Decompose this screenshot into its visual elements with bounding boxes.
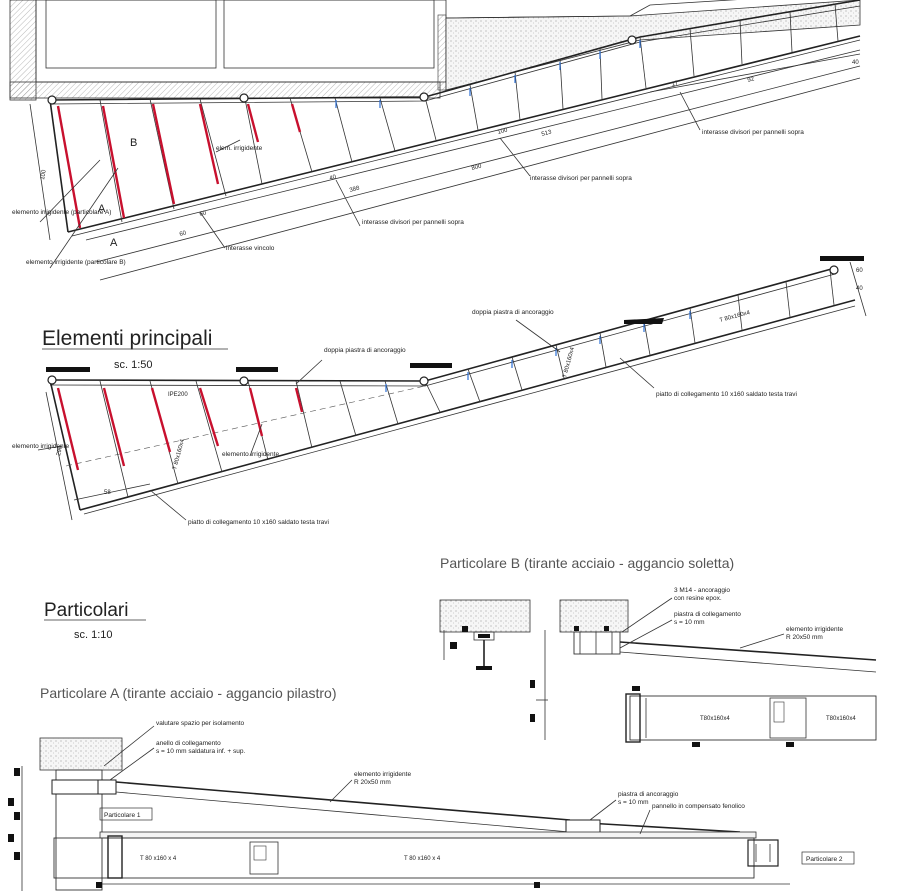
detail-b-label-elem: elemento irrigidente: [786, 626, 843, 633]
detail-a: T 80 x160 x 4 T 80 x160 x 4 Particolare …: [8, 720, 855, 891]
detail-a-title: Particolare A (tirante acciaio - agganci…: [40, 685, 336, 701]
section-mark-a2: A: [110, 237, 118, 249]
main-beam-t3: T 80x160x4: [719, 310, 751, 324]
plan-view: 100 60 60 40 388 800 513 100 17 92 40 B …: [9, 0, 861, 281]
support-node: [627, 35, 637, 45]
detail-a-particolare-1: Particolare 1: [104, 812, 141, 819]
main-view: IPE200 T 80x160x4 T 80x160x4 T 80x160x4 …: [12, 256, 867, 526]
main-label-elem-left: elemento irrigidente: [12, 443, 69, 450]
main-elements-scale: sc. 1:50: [114, 359, 153, 371]
support-node: [239, 93, 249, 103]
detail-a-beam-2: T 80 x160 x 4: [404, 856, 441, 862]
support-bar: [236, 367, 278, 372]
building-wall: [9, 0, 447, 101]
detail-a-label-elem: elemento irrigidente: [354, 771, 411, 778]
detail-a-beam-1: T 80 x160 x 4: [140, 856, 177, 862]
plan-red-stiffeners: [56, 103, 302, 229]
plan-blue-markers: [335, 40, 641, 108]
section-mark-a: A: [98, 203, 106, 215]
main-dim-3: 40: [856, 286, 863, 292]
detail-a-label-anello: anello di collegamento: [156, 740, 221, 747]
main-label-doppia-piastra-2: doppia piastra di ancoraggio: [472, 309, 554, 316]
plan-dim-9: 17: [671, 80, 680, 88]
slab-hatch: [445, 0, 861, 91]
support-node: [47, 95, 57, 105]
plan-dim-10: 92: [747, 76, 756, 84]
plan-label-div1: interasse divisori per pannelli sopra: [362, 219, 464, 226]
plan-dim-7: 513: [541, 129, 553, 138]
detail-a-label-elem-sub: R 20x50 mm: [354, 779, 391, 786]
plan-label-elem-mid: elem. irrigidente: [216, 145, 263, 152]
detail-b: T80x160x4 T80x160x4 3 M14 - ancoraggio c…: [439, 587, 877, 747]
main-label-piatto-coll-1: piatto di collegamento 10 x160 saldato t…: [656, 391, 797, 398]
main-dim-2: 60: [856, 268, 863, 274]
main-label-elem-mid: elemento irrigidente: [222, 451, 279, 458]
plan-dim-2: 60: [199, 210, 208, 218]
details-scale: sc. 1:10: [74, 629, 113, 641]
plan-label-elem-a: elemento irrigidente (particolare A): [12, 209, 111, 216]
section-mark-b: B: [130, 137, 137, 149]
detail-b-label-elem-sub: R 20x50 mm: [786, 634, 823, 641]
main-elements-title: Elementi principali: [42, 327, 212, 350]
plan-dim-4: 40: [329, 174, 338, 182]
detail-b-beam-2: T80x160x4: [826, 716, 856, 722]
detail-b-label-piastra: piastra di collegamento: [674, 611, 741, 618]
detail-a-label-anello-sub: s = 10 mm saldatura inf. + sup.: [156, 748, 245, 755]
detail-a-label-pannello: pannello in compensato fenolico: [652, 803, 745, 810]
detail-a-label-piastra: piastra di ancoraggio: [618, 791, 679, 798]
plan-label-elem-b: elemento irrigidente (particolare B): [26, 259, 126, 266]
main-red-stiffeners: [56, 387, 304, 471]
plan-dim-1: 100: [40, 169, 48, 181]
plan-dim-11: 40: [852, 60, 859, 66]
main-label-doppia-piastra-1: doppia piastra di ancoraggio: [324, 347, 406, 354]
main-beam-t2: T 80x160x4: [562, 346, 576, 378]
main-dim-1: 58: [104, 490, 111, 496]
detail-b-label-ancoraggio-sub: con resine epox.: [674, 595, 722, 602]
detail-a-particolare-2: Particolare 2: [806, 856, 843, 863]
plan-dim-8: 100: [497, 127, 509, 136]
plan-label-interasse-vincolo: interasse vincolo: [226, 245, 275, 252]
details-title: Particolari: [44, 600, 128, 621]
detail-a-label-valutare: valutare spazio per isolamento: [156, 720, 245, 727]
plan-dim-5: 388: [349, 185, 361, 194]
support-bar: [820, 256, 864, 261]
main-beam-ipe: IPE200: [168, 392, 188, 398]
detail-a-label-piastra-sub: s = 10 mm: [618, 799, 649, 806]
detail-b-beam-1: T80x160x4: [700, 716, 730, 722]
plan-label-div2: interasse divisori per pannelli sopra: [530, 175, 632, 182]
plan-label-div3: interasse divisori per pannelli sopra: [702, 129, 804, 136]
support-node: [419, 92, 429, 102]
main-beam-t1: T 80x160x4: [172, 438, 186, 470]
main-label-piatto-coll-2: piatto di collegamento 10 x160 saldato t…: [188, 519, 329, 526]
plan-dim-6: 800: [471, 163, 483, 172]
detail-b-label-ancoraggio: 3 M14 - ancoraggio: [674, 587, 730, 594]
main-dim-4: 296: [56, 445, 64, 457]
detail-b-label-piastra-sub: s = 10 mm: [674, 619, 705, 626]
plan-dim-3: 60: [179, 230, 188, 238]
detail-b-title: Particolare B (tirante acciaio - agganci…: [440, 555, 734, 571]
plan-dimension-lines: [29, 49, 861, 281]
support-bar: [46, 367, 90, 372]
support-bar: [410, 363, 452, 368]
